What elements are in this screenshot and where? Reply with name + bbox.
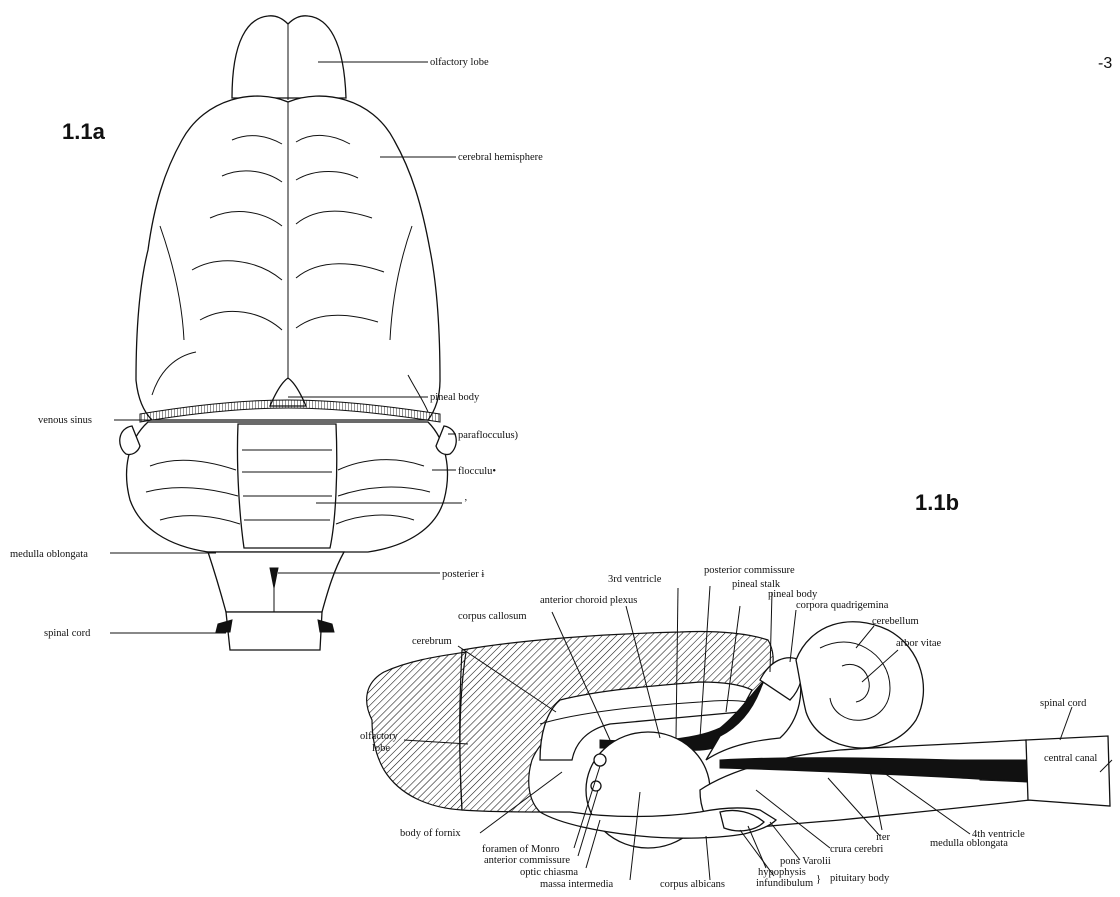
label-pineal-body-a: pineal body (430, 392, 480, 403)
label-crura-cerebri: crura cerebri (830, 844, 883, 855)
label-cerebral-hemisphere: cerebral hemisphere (458, 152, 543, 163)
label-optic-chiasma: optic chiasma (520, 867, 578, 878)
label-venous-sinus: venous sinus (38, 415, 92, 426)
label-posterior: posterier ɨ (442, 569, 484, 580)
label-foramen-of-monro: foramen of Monro (482, 844, 560, 855)
label-pons-varolii: pons Varolii (780, 856, 831, 867)
label-arbor-vitae: arbor vitae (896, 638, 942, 649)
figure-a-title: 1.1a (62, 119, 106, 144)
label-anterior-commissure: anterior commissure (484, 855, 570, 866)
label-olfactory-lobe-a: olfactory lobe (430, 57, 489, 68)
label-corpus-albicans: corpus albicans (660, 879, 725, 890)
label-third-ventricle: 3rd ventricle (608, 574, 662, 585)
figure-a-drawing: 1.1a (62, 16, 456, 650)
label-massa-intermedia: massa intermedia (540, 879, 614, 890)
label-cerebrum: cerebrum (412, 636, 452, 647)
brace-symbol: } (816, 874, 821, 885)
label-medulla-oblongata-b: medulla oblongata (930, 838, 1008, 849)
label-corpus-callosum: corpus callosum (458, 611, 527, 622)
label-infundibulum: infundibulum (756, 878, 813, 889)
label-corpora-quadrigemina: corpora quadrigemina (796, 600, 889, 611)
spinal-cord-shape (226, 612, 322, 650)
label-spinal-cord-b: spinal cord (1040, 698, 1087, 709)
figure-b-drawing: 1.1b (367, 490, 1110, 848)
label-pineal-body-b: pineal body (768, 589, 818, 600)
label-posterior-commissure: posterior commissure (704, 565, 795, 576)
label-medulla-oblongata-a: medulla oblongata (10, 549, 88, 560)
label-pituitary-body: pituitary body (830, 873, 890, 884)
label-vermis: ’ (464, 498, 468, 509)
label-paraflocculus: paraflocculus) (458, 430, 519, 441)
label-olfactory-b-line2: lobe (372, 743, 390, 754)
label-central-canal: central canal (1044, 753, 1097, 764)
label-flocculus: flocculu• (458, 466, 496, 477)
figure-b-title: 1.1b (915, 490, 959, 515)
medulla-shape (208, 552, 344, 612)
label-olfactory-b-line1: olfactory (360, 731, 399, 742)
label-hypophysis: hypophysis (758, 867, 806, 878)
label-spinal-cord-a: spinal cord (44, 628, 91, 639)
page-number: -3 (1098, 55, 1112, 72)
label-anterior-choroid-plexus: anterior choroid plexus (540, 595, 637, 606)
vermis-shape (237, 424, 336, 548)
label-body-of-fornix: body of fornix (400, 828, 461, 839)
olfactory-lobe-shape (232, 16, 346, 98)
label-iter: iter (876, 832, 890, 843)
label-cerebellum: cerebellum (872, 616, 919, 627)
